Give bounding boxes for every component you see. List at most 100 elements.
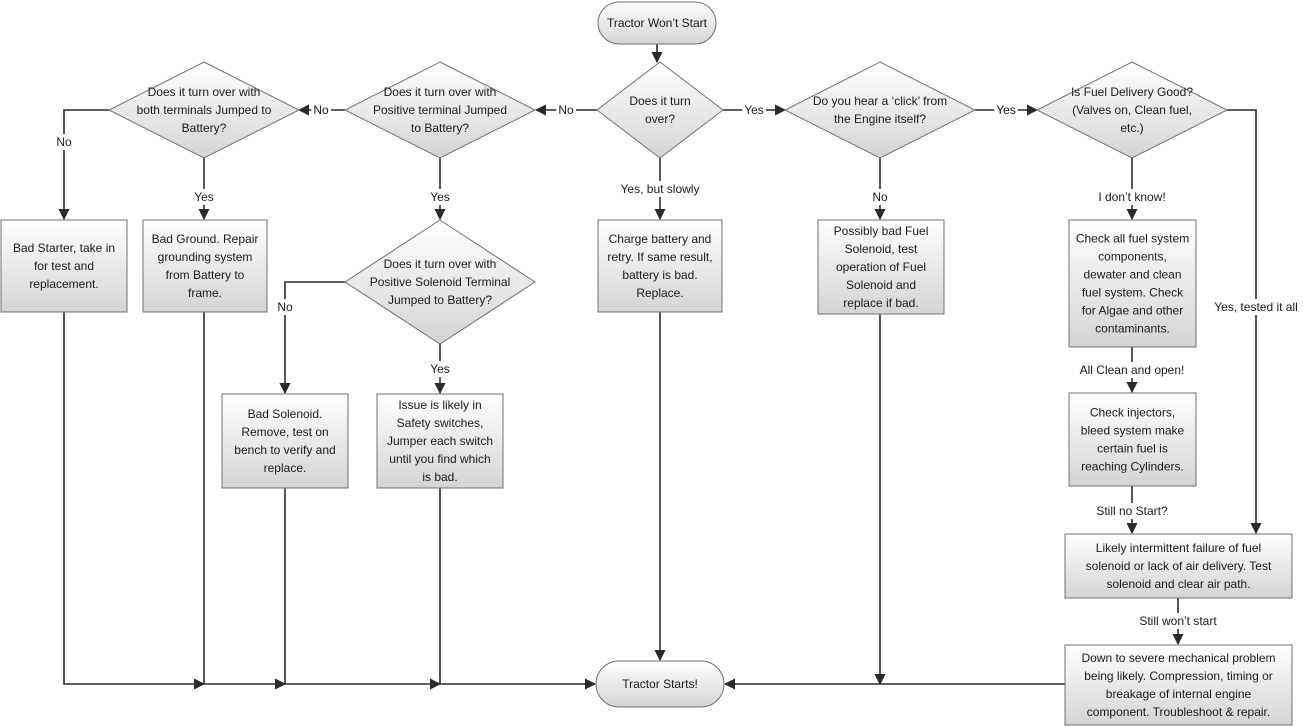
connector-both-no: [58, 109, 109, 221]
node-text-line: Battery?: [182, 121, 227, 135]
connectors: [58, 44, 1262, 690]
node-text-line: bench to verify and: [234, 443, 335, 457]
node-text-line: is bad.: [422, 470, 457, 484]
edge-label-solenoid-yes: Yes: [428, 361, 452, 377]
edge-label-turn-over-slowly: Yes, but slowly: [618, 181, 702, 197]
process-box: [376, 393, 504, 489]
node-text-line: Does it turn: [629, 94, 690, 108]
node-text-line: bleed system make: [1081, 424, 1185, 438]
edge-label-fuel-dont-know: I don’t know!: [1096, 189, 1168, 205]
edge-label-text: No: [558, 103, 574, 117]
edge-label-text: No: [56, 135, 72, 149]
node-text-line: Tractor Starts!: [622, 677, 698, 691]
process-box: [0, 219, 128, 313]
node-text-line: Charge battery and: [609, 232, 712, 246]
node-text-line: Does it turn over with: [384, 257, 497, 271]
node-check-fuel-system: Check all fuel systemcomponents,dewater …: [1068, 219, 1197, 348]
node-safety-switches: Issue is likely in Safety switches, Jumper…: [376, 393, 504, 489]
node-check-injectors: Check injectors,bleed system makecertain…: [1068, 392, 1197, 487]
edge-label-background: [1137, 613, 1220, 629]
edge-label-solenoid-no: No: [275, 299, 295, 315]
edge-label-still-no-start: Still no Start?: [1094, 503, 1171, 519]
edge-label-background: [54, 134, 74, 150]
edge-label-positive-no: No: [311, 102, 331, 118]
node-text-line: Possibly bad Fuel: [834, 224, 929, 238]
edge-label-background: [428, 361, 452, 377]
edge-label-click-no: No: [870, 189, 890, 205]
decision-diamond: [343, 61, 537, 159]
process-box: [1068, 219, 1197, 348]
node-text-line: component. Troubleshoot & repair.: [1087, 705, 1270, 719]
node-text-line: solenoid or lack of air delivery. Test: [1086, 559, 1272, 573]
node-text-line: Does it turn over with: [148, 85, 261, 99]
node-text-line: Tractor Won’t Start: [607, 16, 708, 30]
edge-label-text: Yes, but slowly: [621, 182, 700, 196]
node-text-line: breakage of internal engine: [1106, 687, 1252, 701]
node-text-line: Check injectors,: [1090, 406, 1175, 420]
edge-label-text: Yes: [996, 103, 1016, 117]
node-text-line: Safety switches,: [397, 416, 484, 430]
node-text-line: Solenoid, test: [845, 242, 918, 256]
edge-label-background: [1094, 503, 1171, 519]
edge-label-background: [1077, 362, 1187, 378]
edge-label-both-yes: Yes: [192, 189, 216, 205]
edge-label-background: [556, 102, 576, 118]
connector-starter-to-starts: [63, 312, 206, 690]
node-text-line: Likely intermittent failure of fuel: [1096, 541, 1261, 555]
connector-solenoid-bad-to-starts: [284, 488, 442, 690]
node-text-line: grounding system: [158, 250, 253, 264]
connector-fuel-tested-all: [1227, 109, 1262, 535]
node-text-line: Bad Starter, take in: [13, 241, 115, 255]
edge-label-text: No: [313, 103, 329, 117]
node-text-line: being likely. Compression, timing or: [1084, 669, 1273, 683]
process-box: [1064, 533, 1293, 599]
node-text-line: Issue is likely in: [398, 398, 481, 412]
node-text-line: Solenoid and: [846, 278, 916, 292]
node-text-line: Jumper each switch: [387, 434, 493, 448]
node-text-line: etc.): [1120, 121, 1143, 135]
decision-diamond: [344, 219, 536, 345]
connector-ground-to-starts: [203, 312, 287, 690]
decision-diamond: [596, 61, 724, 159]
terminator: [595, 660, 725, 708]
process-box: [1068, 392, 1197, 487]
node-text-line: (Valves on, Clean fuel,: [1072, 103, 1192, 117]
edge-label-background: [275, 299, 295, 315]
terminator: [597, 1, 717, 45]
process-box: [142, 219, 268, 313]
edge-label-text: All Clean and open!: [1080, 363, 1185, 377]
edge-label-background: [994, 102, 1018, 118]
edge-label-turn-over-no: No: [556, 102, 576, 118]
node-text-line: Down to severe mechanical problem: [1081, 651, 1275, 665]
edge-label-background: [1096, 189, 1168, 205]
node-start: Tractor Won’t Start: [597, 1, 717, 45]
node-text-line: replace.: [264, 461, 307, 475]
edge-label-text: Yes: [194, 190, 214, 204]
node-text-line: Replace.: [636, 286, 683, 300]
node-text-line: Does it turn over with: [384, 85, 497, 99]
decision-diamond: [783, 61, 977, 159]
edge-label-text: Yes: [744, 103, 764, 117]
edge-label-background: [742, 102, 766, 118]
node-fuel-delivery: Is Fuel Delivery Good?(Valves on, Clean …: [1035, 61, 1229, 159]
node-bad-solenoid: Bad Solenoid. Remove, test on bench to ver…: [221, 393, 349, 489]
edge-label-all-clean: All Clean and open!: [1077, 362, 1187, 378]
edge-label-text: Still no Start?: [1096, 504, 1168, 518]
node-text-line: Jumped to Battery?: [388, 293, 492, 307]
node-intermittent: Likely intermittent failure of fuel solen…: [1064, 533, 1293, 599]
node-text-line: Remove, test on: [241, 425, 328, 439]
edge-label-text: No: [277, 300, 293, 314]
node-text-line: Bad Solenoid.: [248, 407, 323, 421]
edge-label-text: I don’t know!: [1098, 190, 1165, 204]
node-text-line: frame.: [188, 286, 222, 300]
